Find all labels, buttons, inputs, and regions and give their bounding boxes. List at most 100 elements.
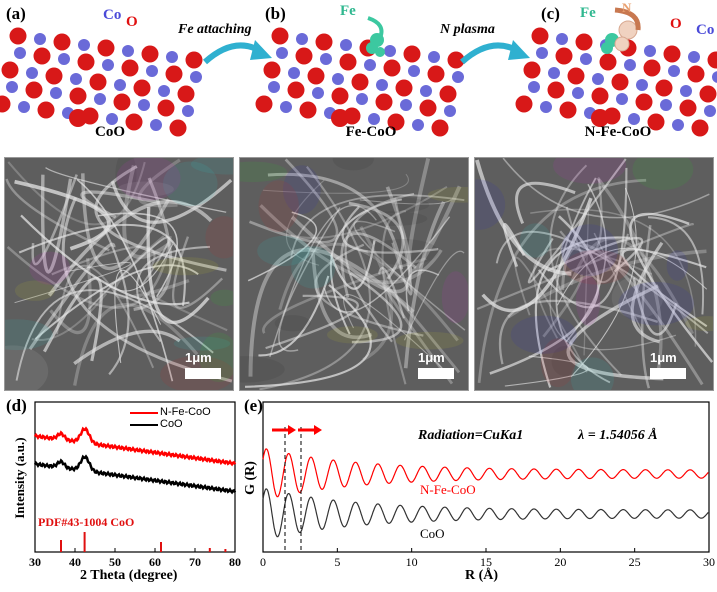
o-atom xyxy=(599,53,617,71)
n-arrow xyxy=(614,7,641,31)
co-atom xyxy=(122,45,134,57)
o-atom xyxy=(447,51,465,69)
o-atom xyxy=(331,109,349,127)
pdf-xlabel: R (Å) xyxy=(465,568,499,583)
o-atom xyxy=(53,33,71,51)
pdf-reference-label: PDF#43-1004 CoO xyxy=(38,515,135,529)
o-atom xyxy=(133,79,151,97)
co-atom xyxy=(50,87,62,99)
co-atom xyxy=(452,71,464,83)
co-atom xyxy=(158,85,170,97)
co-atom xyxy=(340,39,352,51)
co-atom xyxy=(70,73,82,85)
co-atom xyxy=(624,59,636,71)
o-atom xyxy=(655,79,673,97)
o-atom xyxy=(9,27,27,45)
pdf-tick-label: 10 xyxy=(406,555,418,569)
xrd-tick-label: 70 xyxy=(189,555,201,569)
pdf-ylabel: G (R) xyxy=(243,461,258,495)
n-atom xyxy=(618,20,638,40)
scale-label: 1μm xyxy=(185,350,212,365)
co-atom xyxy=(364,59,376,71)
co-atom xyxy=(58,53,70,65)
co-atom xyxy=(644,45,656,57)
caption-n-fe-coo: N-Fe-CoO xyxy=(584,124,652,140)
sem-image-n-fe-coo: 1μm xyxy=(474,157,714,391)
o-atom xyxy=(611,73,629,91)
n-label-c: N xyxy=(622,0,632,15)
co-atom xyxy=(150,119,162,131)
o-atom xyxy=(177,85,195,103)
sem-image-fe-coo: 1μm xyxy=(239,157,469,391)
o-atom xyxy=(427,65,445,83)
sem-image-coo: 1μm xyxy=(4,157,234,391)
o-atom xyxy=(647,113,665,131)
o-atom xyxy=(299,101,317,119)
o-atom xyxy=(97,39,115,57)
fe-label-c: Fe xyxy=(580,5,596,21)
co-atom xyxy=(556,33,568,45)
co-atom xyxy=(408,65,420,77)
co-atom xyxy=(628,113,640,125)
co-atom xyxy=(548,67,560,79)
o-label-c: O xyxy=(670,16,682,32)
o-atom xyxy=(69,109,87,127)
xrd-xlabel: 2 Theta (degree) xyxy=(80,568,178,583)
o-atom xyxy=(307,67,325,85)
co-atom xyxy=(712,71,717,83)
o-atom xyxy=(591,109,609,127)
co-atom xyxy=(6,81,18,93)
o-atom xyxy=(165,65,183,83)
o-atom xyxy=(1,61,19,79)
fe-attaching-label: Fe attaching xyxy=(178,22,252,37)
xrd-tick-label: 80 xyxy=(229,555,241,569)
co-atom xyxy=(636,79,648,91)
panel-e-label: (e) xyxy=(244,396,263,415)
co-atom xyxy=(356,93,368,105)
co-atom xyxy=(376,79,388,91)
xrd-ylabel: Intensity (a.u.) xyxy=(12,437,27,519)
o-atom xyxy=(125,113,143,131)
co-atom xyxy=(296,33,308,45)
o-atom xyxy=(255,95,273,113)
co-atom xyxy=(592,73,604,85)
xrd-tick-label: 30 xyxy=(29,555,41,569)
arrow-fe-attaching-head xyxy=(250,40,272,60)
coo-lattice xyxy=(0,27,203,137)
co-atom xyxy=(166,51,178,63)
co-atom xyxy=(384,45,396,57)
o-atom xyxy=(567,67,585,85)
o-atom xyxy=(287,81,305,99)
panel-c-label: (c) xyxy=(541,4,560,23)
o-atom xyxy=(439,85,457,103)
o-atom xyxy=(37,101,55,119)
o-atom xyxy=(575,33,593,51)
co-atom xyxy=(528,81,540,93)
o-atom xyxy=(263,61,281,79)
co-atom xyxy=(268,81,280,93)
o-atom xyxy=(387,113,405,131)
panel-b-label: (b) xyxy=(265,4,286,23)
xrd-tick-label: 50 xyxy=(109,555,121,569)
co-atom xyxy=(332,73,344,85)
pdf-curve-coo xyxy=(262,488,709,538)
co-atom xyxy=(536,47,548,59)
o-atom xyxy=(351,73,369,91)
lambda-annotation: λ = 1.54056 Å xyxy=(578,428,658,443)
scale-bar xyxy=(650,368,686,379)
o-atom xyxy=(77,53,95,71)
fe-arrow xyxy=(367,16,384,39)
fe-label-b: Fe xyxy=(340,3,356,19)
caption-fe-coo: Fe-CoO xyxy=(345,124,397,140)
co-atom xyxy=(616,93,628,105)
co-atom xyxy=(146,65,158,77)
co-atom xyxy=(320,53,332,65)
co-atom xyxy=(26,67,38,79)
co-atom xyxy=(312,87,324,99)
o-atom xyxy=(25,81,43,99)
o-atom xyxy=(185,51,203,69)
co-atom xyxy=(94,93,106,105)
xrd-tick-label: 60 xyxy=(149,555,161,569)
co-atom xyxy=(102,59,114,71)
